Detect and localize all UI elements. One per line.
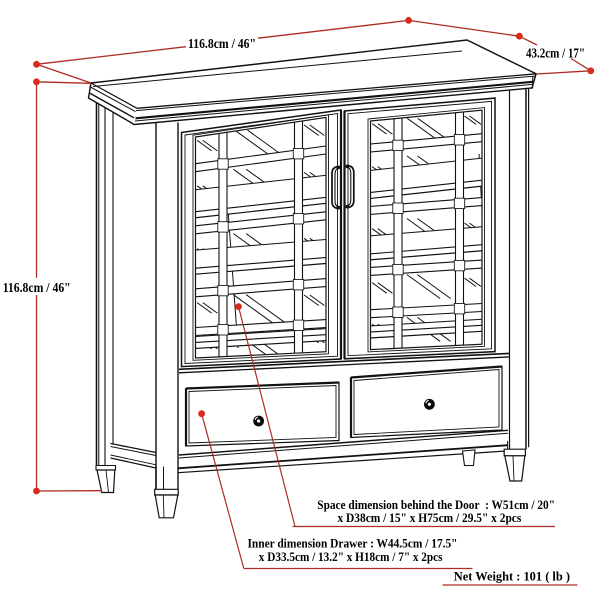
svg-text:43.2cm / 17": 43.2cm / 17" (526, 47, 585, 62)
svg-text:116.8cm / 46": 116.8cm / 46" (3, 281, 71, 296)
svg-text:x D33.5cm / 13.2" x H18cm / 7": x D33.5cm / 13.2" x H18cm / 7" x 2pcs (259, 549, 443, 564)
svg-text:Inner dimension Drawer : W44.5: Inner dimension Drawer : W44.5cm / 17.5" (248, 536, 458, 551)
svg-text:Net Weight : 101 ( lb ): Net Weight : 101 ( lb ) (454, 569, 570, 584)
svg-text:x D38cm / 15" x H75cm / 29.5": x D38cm / 15" x H75cm / 29.5" x 2pcs (338, 510, 522, 525)
svg-text:Space dimension behind the Doo: Space dimension behind the Door : W51cm … (317, 497, 555, 512)
svg-text:116.8cm / 46": 116.8cm / 46" (188, 37, 256, 52)
